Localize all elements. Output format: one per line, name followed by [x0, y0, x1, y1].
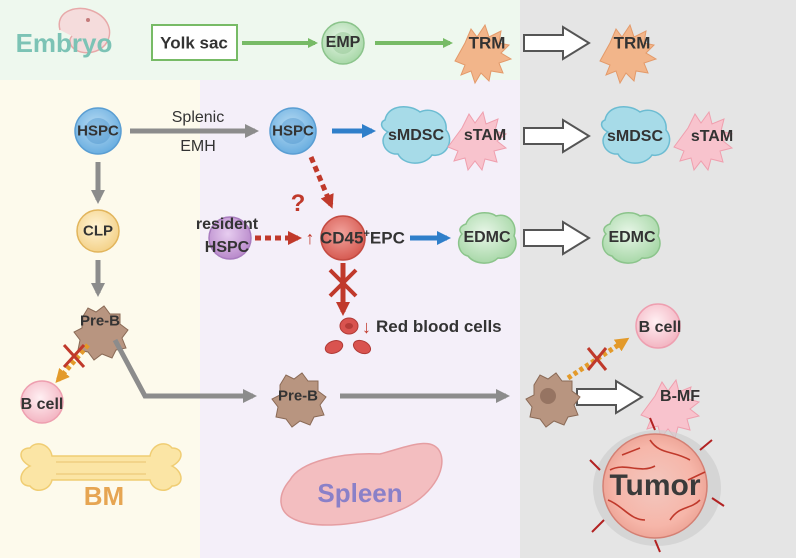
rbc-down-arrow: ↓ [362, 317, 371, 337]
stam-tumor-label: sTAM [690, 128, 734, 145]
rbc-block-x-icon [328, 268, 358, 298]
bone-icon [20, 443, 182, 491]
bm-region-label: BM [83, 481, 125, 511]
tumor-region-label: Tumor [609, 469, 701, 502]
spleen-hspc-cell [269, 107, 317, 155]
arrow-preb-to-bcell [55, 343, 90, 384]
emh-label: EMH [180, 138, 216, 155]
hollow-arrow-edmc [523, 220, 591, 256]
tumor-bcell-block-x-icon [586, 347, 608, 371]
spleen-hspc-label: HSPC [272, 122, 314, 140]
stam-label: sTAM [463, 127, 507, 144]
stam-cell [447, 110, 508, 172]
smdsc-tumor-cell [600, 106, 671, 164]
splenic-label: Splenic [171, 109, 225, 126]
tumor-icon [589, 417, 725, 553]
yolk-sac-box [151, 24, 238, 61]
arrow-bm-preb-to-spleen-preb [112, 338, 257, 403]
clp-label: CLP [83, 222, 113, 240]
resident-hspc-label: HSPC [204, 239, 250, 256]
spleen-hspc-nucleus [280, 118, 306, 144]
spleen-preb-cell [271, 372, 327, 428]
edmc-tumor-label: EDMC [608, 229, 656, 246]
embryo-icon [58, 7, 111, 54]
embryo-region-label: Embryo [15, 28, 113, 58]
tumor-bcell-cell [635, 303, 681, 349]
trm-tumor-cell [599, 23, 658, 85]
clp-cell [76, 209, 120, 253]
bm-hspc-label: HSPC [77, 122, 119, 140]
emp-label: EMP [325, 34, 361, 51]
bm-bcell-cell [20, 380, 64, 424]
edmc-label: EDMC [463, 229, 511, 246]
hollow-arrow-trm [523, 25, 591, 61]
cd45-up-arrow: ↑ [305, 228, 315, 248]
smdsc-cell [380, 106, 451, 164]
spleen-region-label: Spleen [317, 478, 403, 508]
arrow-hspc-to-cd45 [308, 156, 334, 209]
trm-cell [454, 23, 513, 85]
epc-text: EPC [369, 228, 405, 248]
resident-label: resident [195, 216, 259, 233]
bmf-cell [640, 378, 701, 440]
tumor-bcell-label: B cell [638, 319, 682, 336]
resident-hspc-cell [208, 216, 252, 260]
trm-label: TRM [468, 33, 506, 53]
smdsc-tumor-label: sMDSC [606, 128, 664, 145]
hollow-arrow-smdsc [523, 118, 591, 154]
emp-nucleus [332, 32, 354, 54]
red-blood-cells-label: Red blood cells [376, 317, 502, 336]
bm-preb-label: Pre-B [79, 312, 121, 330]
cd45-superscript: + [363, 228, 370, 240]
cd45-text: CD45 [320, 228, 364, 248]
edmc-cell [457, 211, 517, 264]
arrow-tumor-preb-to-bcell [566, 337, 630, 381]
tumor-preb-nucleus [540, 388, 556, 404]
bmf-label: B-MF [660, 388, 700, 405]
red-blood-cells-icon [324, 317, 372, 355]
question-mark: ? [290, 190, 306, 217]
yolk-sac-label: Yolk sac [160, 33, 228, 53]
bcell-block-x-icon [62, 343, 86, 369]
trm-tumor-label: TRM [613, 33, 651, 53]
hollow-arrow-bmf [576, 379, 644, 415]
cd45-epc-label: CD45+EPC [320, 229, 405, 247]
edmc-tumor-cell [601, 211, 661, 264]
bm-hspc-nucleus [85, 118, 111, 144]
smdsc-label: sMDSC [387, 127, 445, 144]
spleen-preb-label: Pre-B [277, 387, 319, 405]
spleen-icon [280, 442, 443, 526]
cd45-epc-cell [320, 215, 366, 261]
stam-tumor-cell [673, 110, 734, 172]
bm-bcell-label: B cell [20, 396, 64, 413]
bm-hspc-cell [74, 107, 122, 155]
